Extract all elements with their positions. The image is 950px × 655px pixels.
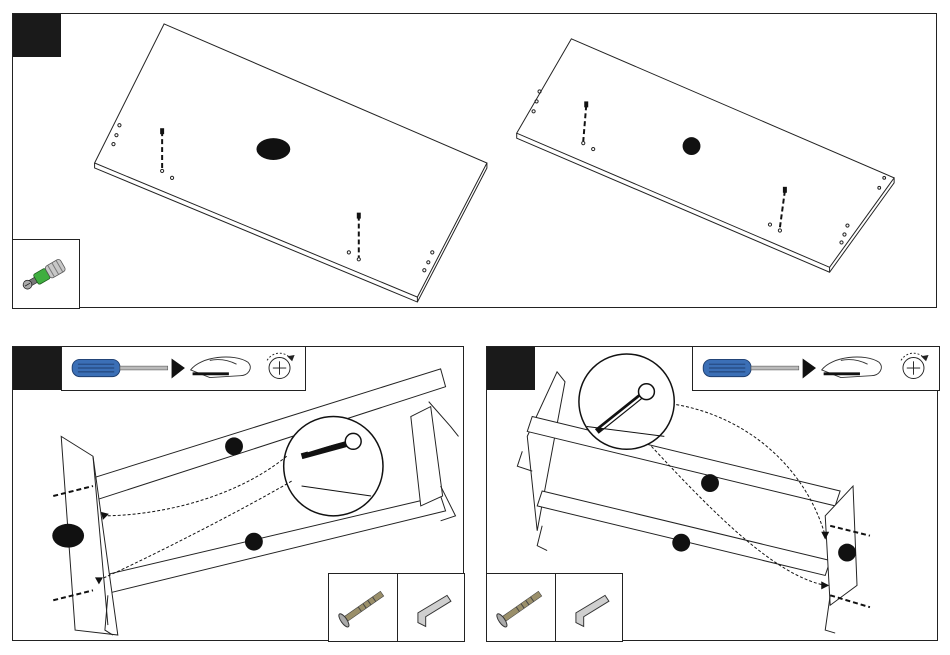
- zoom-detail: [284, 417, 383, 516]
- part-label-dot: [701, 474, 719, 492]
- connector-bolt-icon: [487, 574, 555, 641]
- part-label-dot: [225, 437, 243, 455]
- board-drawings: [13, 14, 936, 307]
- parts-inset: [486, 573, 623, 642]
- hex-key-cell: [397, 574, 466, 641]
- part-label-dot: [683, 137, 701, 155]
- parts-inset-cam-bolt: [12, 239, 80, 309]
- connector-bolt-icon: [329, 574, 397, 641]
- parts-inset: [328, 573, 465, 642]
- part-label-dot: [672, 534, 690, 552]
- board-left: [95, 24, 487, 302]
- step-panel-top: [12, 13, 937, 308]
- part-label-oval: [52, 524, 84, 548]
- connector-bolt-cell: [329, 574, 397, 641]
- zoom-detail: [579, 354, 674, 449]
- step-panel-right: [486, 346, 938, 641]
- board-right: [517, 39, 894, 272]
- hex-key-cell: [555, 574, 624, 641]
- cam-lock-bolt-icon: [13, 240, 79, 308]
- part-label-dot: [245, 533, 263, 551]
- hex-key-icon: [556, 574, 624, 641]
- part-label-oval: [256, 138, 290, 160]
- connector-bolt-cell: [487, 574, 555, 641]
- hex-key-icon: [398, 574, 466, 641]
- step-panel-left: [12, 346, 464, 641]
- part-label-dot: [838, 544, 856, 562]
